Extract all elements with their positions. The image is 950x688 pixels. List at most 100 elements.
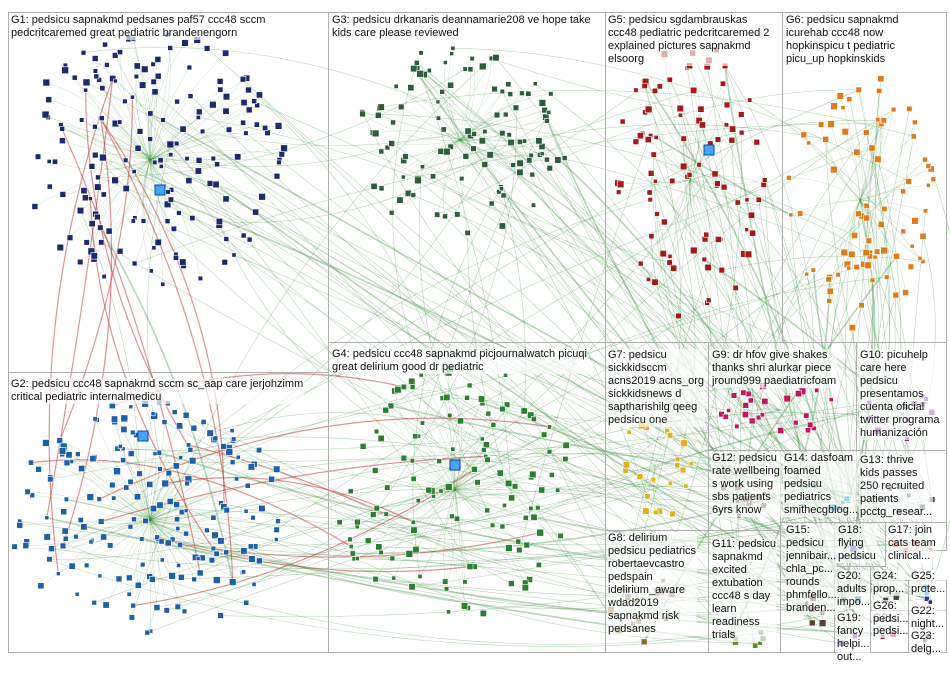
node[interactable] [499,130,506,137]
node[interactable] [755,196,762,203]
node[interactable] [546,165,553,172]
node[interactable] [209,101,217,109]
node[interactable] [389,555,396,562]
node[interactable] [28,459,34,466]
node[interactable] [644,136,652,143]
node[interactable] [453,515,460,522]
node[interactable] [82,194,89,202]
node[interactable] [435,99,441,105]
node[interactable] [164,218,171,225]
node[interactable] [675,312,682,320]
node[interactable] [371,467,379,474]
node[interactable] [510,162,516,168]
node[interactable] [508,580,515,587]
node[interactable] [243,130,249,136]
node[interactable] [752,642,759,649]
node[interactable] [166,498,174,505]
node[interactable] [438,488,444,494]
node[interactable] [280,144,288,153]
node[interactable] [674,462,681,469]
node[interactable] [493,111,501,119]
node[interactable] [732,284,739,292]
node[interactable] [172,462,180,470]
node[interactable] [92,416,98,422]
node[interactable] [806,140,811,146]
node[interactable] [243,508,249,514]
node[interactable] [651,87,659,94]
node[interactable] [90,252,98,260]
node[interactable] [436,458,443,464]
node[interactable] [168,572,176,580]
node[interactable] [426,68,432,74]
node[interactable] [525,90,532,97]
node[interactable] [528,505,534,511]
node[interactable] [158,164,164,169]
node[interactable] [654,211,660,217]
node[interactable] [185,177,193,184]
node[interactable] [674,456,681,462]
node[interactable] [499,405,506,413]
node[interactable] [127,450,135,457]
node[interactable] [642,507,650,515]
node[interactable] [890,106,897,113]
node[interactable] [464,394,470,401]
node[interactable] [881,205,888,212]
node[interactable] [182,411,190,419]
node[interactable] [538,99,547,107]
node[interactable] [44,515,50,521]
node[interactable] [804,271,809,277]
node[interactable] [34,153,42,160]
node[interactable] [927,165,935,173]
node[interactable] [252,208,259,216]
node[interactable] [109,481,116,489]
node[interactable] [826,287,834,295]
node[interactable] [217,537,225,545]
node[interactable] [853,148,861,156]
node[interactable] [157,157,164,164]
node[interactable] [442,578,449,585]
node[interactable] [216,78,224,85]
node[interactable] [112,52,119,59]
node[interactable] [400,383,407,391]
node[interactable] [930,176,937,183]
node[interactable] [142,517,149,524]
node[interactable] [46,159,52,164]
node[interactable] [161,479,170,488]
node[interactable] [234,476,240,482]
node[interactable] [268,475,275,483]
node[interactable] [97,573,103,579]
node[interactable] [738,129,745,136]
node[interactable] [449,513,455,520]
node[interactable] [116,248,124,255]
node[interactable] [130,218,136,224]
node[interactable] [120,457,126,464]
node[interactable] [680,439,688,447]
node[interactable] [371,129,380,138]
node[interactable] [502,111,509,118]
node[interactable] [715,236,722,243]
node[interactable] [466,563,474,570]
node[interactable] [130,429,136,436]
node[interactable] [59,542,67,550]
node[interactable] [140,218,147,224]
node[interactable] [354,556,360,561]
node[interactable] [409,458,416,464]
node[interactable] [505,81,512,88]
node[interactable] [154,56,162,63]
node[interactable] [696,162,702,168]
node[interactable] [527,411,535,419]
node[interactable] [462,579,468,585]
node[interactable] [434,211,441,218]
node[interactable] [122,98,128,104]
node[interactable] [246,236,253,243]
node[interactable] [670,264,678,272]
node[interactable] [111,495,117,501]
node[interactable] [667,480,673,486]
node[interactable] [94,213,101,221]
node[interactable] [703,231,710,238]
node[interactable] [810,267,816,273]
node[interactable] [410,519,416,525]
node[interactable] [349,550,356,557]
node[interactable] [82,78,91,87]
node[interactable] [245,106,253,114]
